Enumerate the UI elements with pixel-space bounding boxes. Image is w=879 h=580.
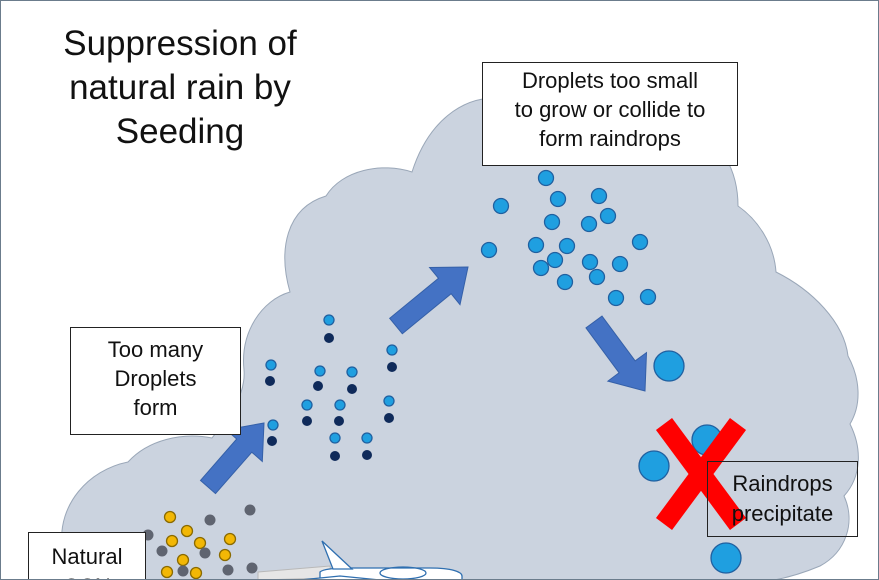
label-line: form (133, 395, 178, 420)
droplet-nucleus (347, 384, 357, 394)
ccn-particle-yellow (160, 565, 174, 579)
label-line: Too many (107, 337, 204, 362)
droplet-nucleus (267, 436, 277, 446)
label-line: Raindrops (732, 471, 833, 496)
droplet (386, 344, 398, 356)
droplet-nucleus (330, 451, 340, 461)
droplet (301, 399, 313, 411)
ccn-particle-yellow (218, 548, 232, 562)
droplet-nucleus (324, 333, 334, 343)
droplet-nucleus (334, 416, 344, 426)
raindrop (710, 542, 742, 574)
small-droplet (588, 268, 606, 286)
small-droplet (611, 255, 629, 273)
label-line: Droplets (114, 366, 197, 391)
droplet-nucleus (313, 381, 323, 391)
small-droplet (631, 233, 649, 251)
label-natural-ccn: Natural CCN (28, 532, 146, 580)
label-raindrops-precipitate: Raindrops precipitate (707, 461, 858, 537)
ccn-particle-yellow (189, 566, 203, 580)
x-mark-stroke-2 (655, 418, 747, 530)
droplet (265, 359, 277, 371)
small-droplet (492, 197, 510, 215)
label-line: precipitate (731, 501, 834, 526)
droplet-nucleus (384, 413, 394, 423)
title-line-1: Suppression of (63, 24, 297, 63)
droplet (267, 419, 279, 431)
small-droplet (480, 241, 498, 259)
arrow-to-small-droplets (388, 266, 469, 335)
ccn-particle-yellow (163, 510, 177, 524)
small-droplet (546, 251, 564, 269)
droplet (329, 432, 341, 444)
label-line: Droplets too small (521, 68, 699, 93)
droplet (383, 395, 395, 407)
label-line: CCN (29, 572, 145, 580)
raindrop (653, 350, 685, 382)
small-droplet (639, 288, 657, 306)
arrow-group (199, 266, 648, 495)
small-droplet (549, 190, 567, 208)
x-mark-icon (655, 418, 747, 530)
small-droplet (581, 253, 599, 271)
droplet-nucleus (265, 376, 275, 386)
small-droplet (527, 236, 545, 254)
airplane-tail (321, 540, 354, 570)
small-droplet (532, 259, 550, 277)
small-droplet (607, 289, 625, 307)
arrow-to-precipitation (585, 315, 648, 392)
ccn-particle-yellow (180, 524, 194, 538)
droplet-nucleus (387, 362, 397, 372)
ccn-particle-gray (244, 504, 256, 516)
small-droplet (599, 207, 617, 225)
small-droplet (558, 237, 576, 255)
arrow-to-many-droplets (199, 422, 265, 495)
ccn-particle-gray (199, 547, 211, 559)
raindrop (638, 450, 670, 482)
ccn-particle-yellow (176, 553, 190, 567)
ccn-particle-gray (177, 565, 189, 577)
ccn-particle-gray (204, 514, 216, 526)
droplet-nucleus (302, 416, 312, 426)
ccn-particle-gray (246, 562, 258, 574)
droplet (323, 314, 335, 326)
label-droplets-too-small: Droplets too small to grow or collide to… (482, 62, 738, 166)
ccn-particle-yellow (223, 532, 237, 546)
ccn-particle-gray (156, 545, 168, 557)
label-line: form raindrops (539, 126, 681, 151)
droplet (334, 399, 346, 411)
ccn-particle-yellow (193, 536, 207, 550)
label-line: to grow or collide to (514, 97, 706, 122)
ccn-particle-yellow (165, 534, 179, 548)
diagram-title: Suppression of natural rain by Seeding (30, 22, 330, 154)
small-droplet (537, 169, 555, 187)
title-line-2: natural rain by (69, 68, 291, 107)
small-droplet (580, 215, 598, 233)
droplet-nucleus (362, 450, 372, 460)
droplet (361, 432, 373, 444)
droplet-group (142, 169, 742, 580)
ccn-particle-gray (222, 564, 234, 576)
small-droplet (556, 273, 574, 291)
small-droplet (590, 187, 608, 205)
label-too-many-droplets: Too many Droplets form (70, 327, 241, 435)
droplet (346, 366, 358, 378)
label-line: Natural (51, 544, 123, 569)
title-line-3: Seeding (115, 112, 245, 151)
droplet (314, 365, 326, 377)
small-droplet (543, 213, 561, 231)
